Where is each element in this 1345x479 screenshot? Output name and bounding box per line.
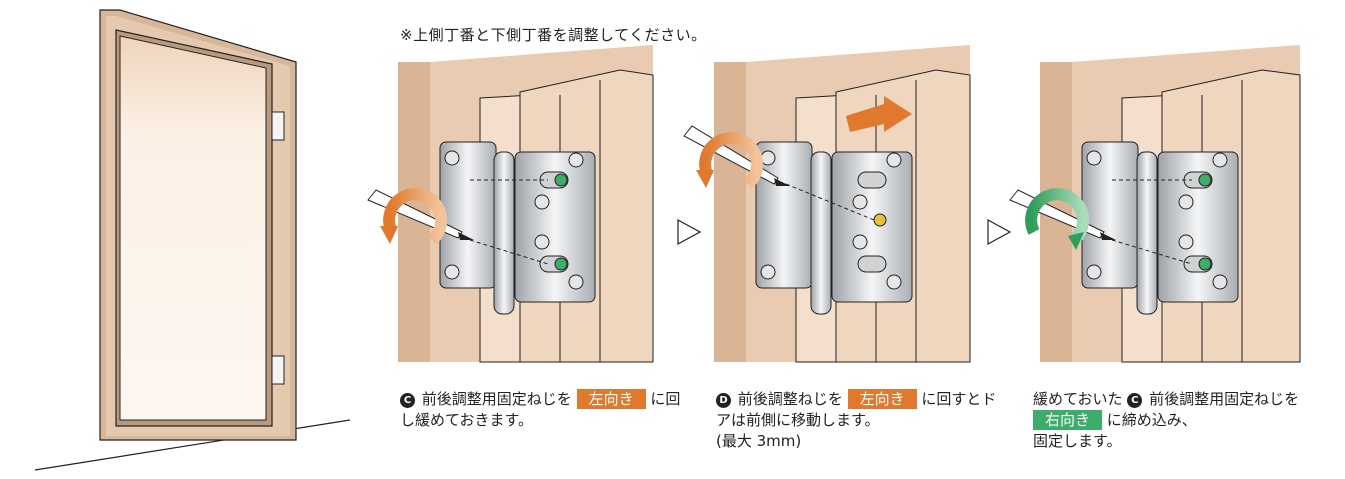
step-marker: C: [400, 393, 415, 408]
caption-text: に回すとドアは前側に移動します。: [716, 390, 997, 429]
rotate-arrow-icon: [383, 188, 448, 245]
rotate-arrow-icon: [1025, 188, 1090, 245]
door-leaf: [119, 35, 267, 421]
arrow-right-outline-icon: [677, 218, 702, 246]
fixing-screw-upper: [554, 173, 568, 187]
caption-text: 緩めておいた: [1033, 390, 1123, 408]
arrow-right-outline-icon: [987, 218, 1012, 246]
hinge-leaf-right: [514, 151, 596, 303]
caption-step-c: C 前後調整用固定ねじを 左向き に回し緩めておきます。: [400, 389, 690, 431]
caption-text: 前後調整用固定ねじを: [421, 390, 572, 408]
lower-hinge: [271, 355, 285, 385]
panel-c: [367, 45, 654, 363]
caption-step-e: 緩めておいた C 前後調整用固定ねじを 右向き に締め込み、 固定します。: [1033, 389, 1323, 452]
upper-hinge: [271, 111, 285, 141]
fixing-screw-lower: [554, 257, 568, 271]
floor-line: [34, 419, 351, 471]
caption-text: に回し緩めておきます。: [400, 390, 681, 429]
direction-highlight: 左向き: [576, 389, 646, 409]
caption-text: 固定します。: [1033, 432, 1122, 450]
hinge-knuckle: [493, 151, 515, 315]
caption-text: 前後調整ねじを: [737, 390, 843, 408]
door-overview: [34, 9, 351, 471]
panel-e: [1009, 45, 1301, 363]
adjust-screw: [873, 213, 887, 227]
instruction-note: ※上側丁番と下側丁番を調整してください。: [400, 26, 707, 44]
caption-text: 前後調整用固定ねじを: [1149, 390, 1300, 408]
move-arrow-icon: [846, 96, 912, 132]
caption-note: (最大 3mm): [716, 432, 802, 450]
step-marker: D: [716, 393, 731, 408]
caption-text: に締め込み、: [1106, 411, 1197, 429]
direction-highlight: 右向き: [1033, 410, 1103, 430]
step-marker: C: [1127, 393, 1143, 408]
panel-d: [683, 45, 971, 363]
caption-step-d: D 前後調整ねじを 左向き に回すとドアは前側に移動します。 (最大 3mm): [716, 389, 1006, 452]
direction-highlight: 左向き: [847, 389, 917, 409]
